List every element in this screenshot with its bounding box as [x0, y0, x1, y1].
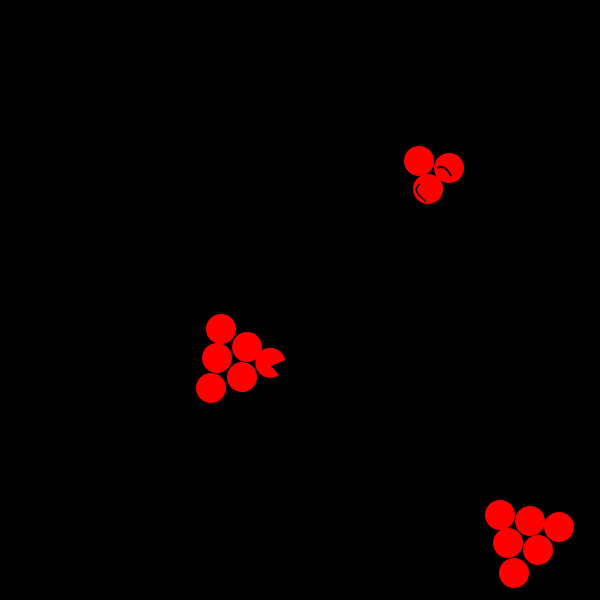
- ball: [196, 373, 226, 403]
- ball: [232, 332, 262, 362]
- ball: [206, 314, 236, 344]
- ball: [413, 174, 443, 204]
- ball: [499, 558, 529, 588]
- ball: [523, 535, 553, 565]
- ball: [227, 362, 257, 392]
- ball: [544, 512, 574, 542]
- chomper-ball: [255, 347, 285, 378]
- ball: [434, 153, 464, 183]
- ball: [404, 146, 434, 176]
- top-right-cluster: [404, 146, 464, 204]
- bottom-right-cluster: [485, 500, 574, 588]
- ball: [493, 528, 523, 558]
- ball-marking: [436, 166, 452, 177]
- ball: [515, 506, 545, 536]
- ball-marking: [415, 183, 427, 203]
- center-left-cluster: [196, 314, 285, 403]
- ball: [485, 500, 515, 530]
- ball: [202, 343, 232, 373]
